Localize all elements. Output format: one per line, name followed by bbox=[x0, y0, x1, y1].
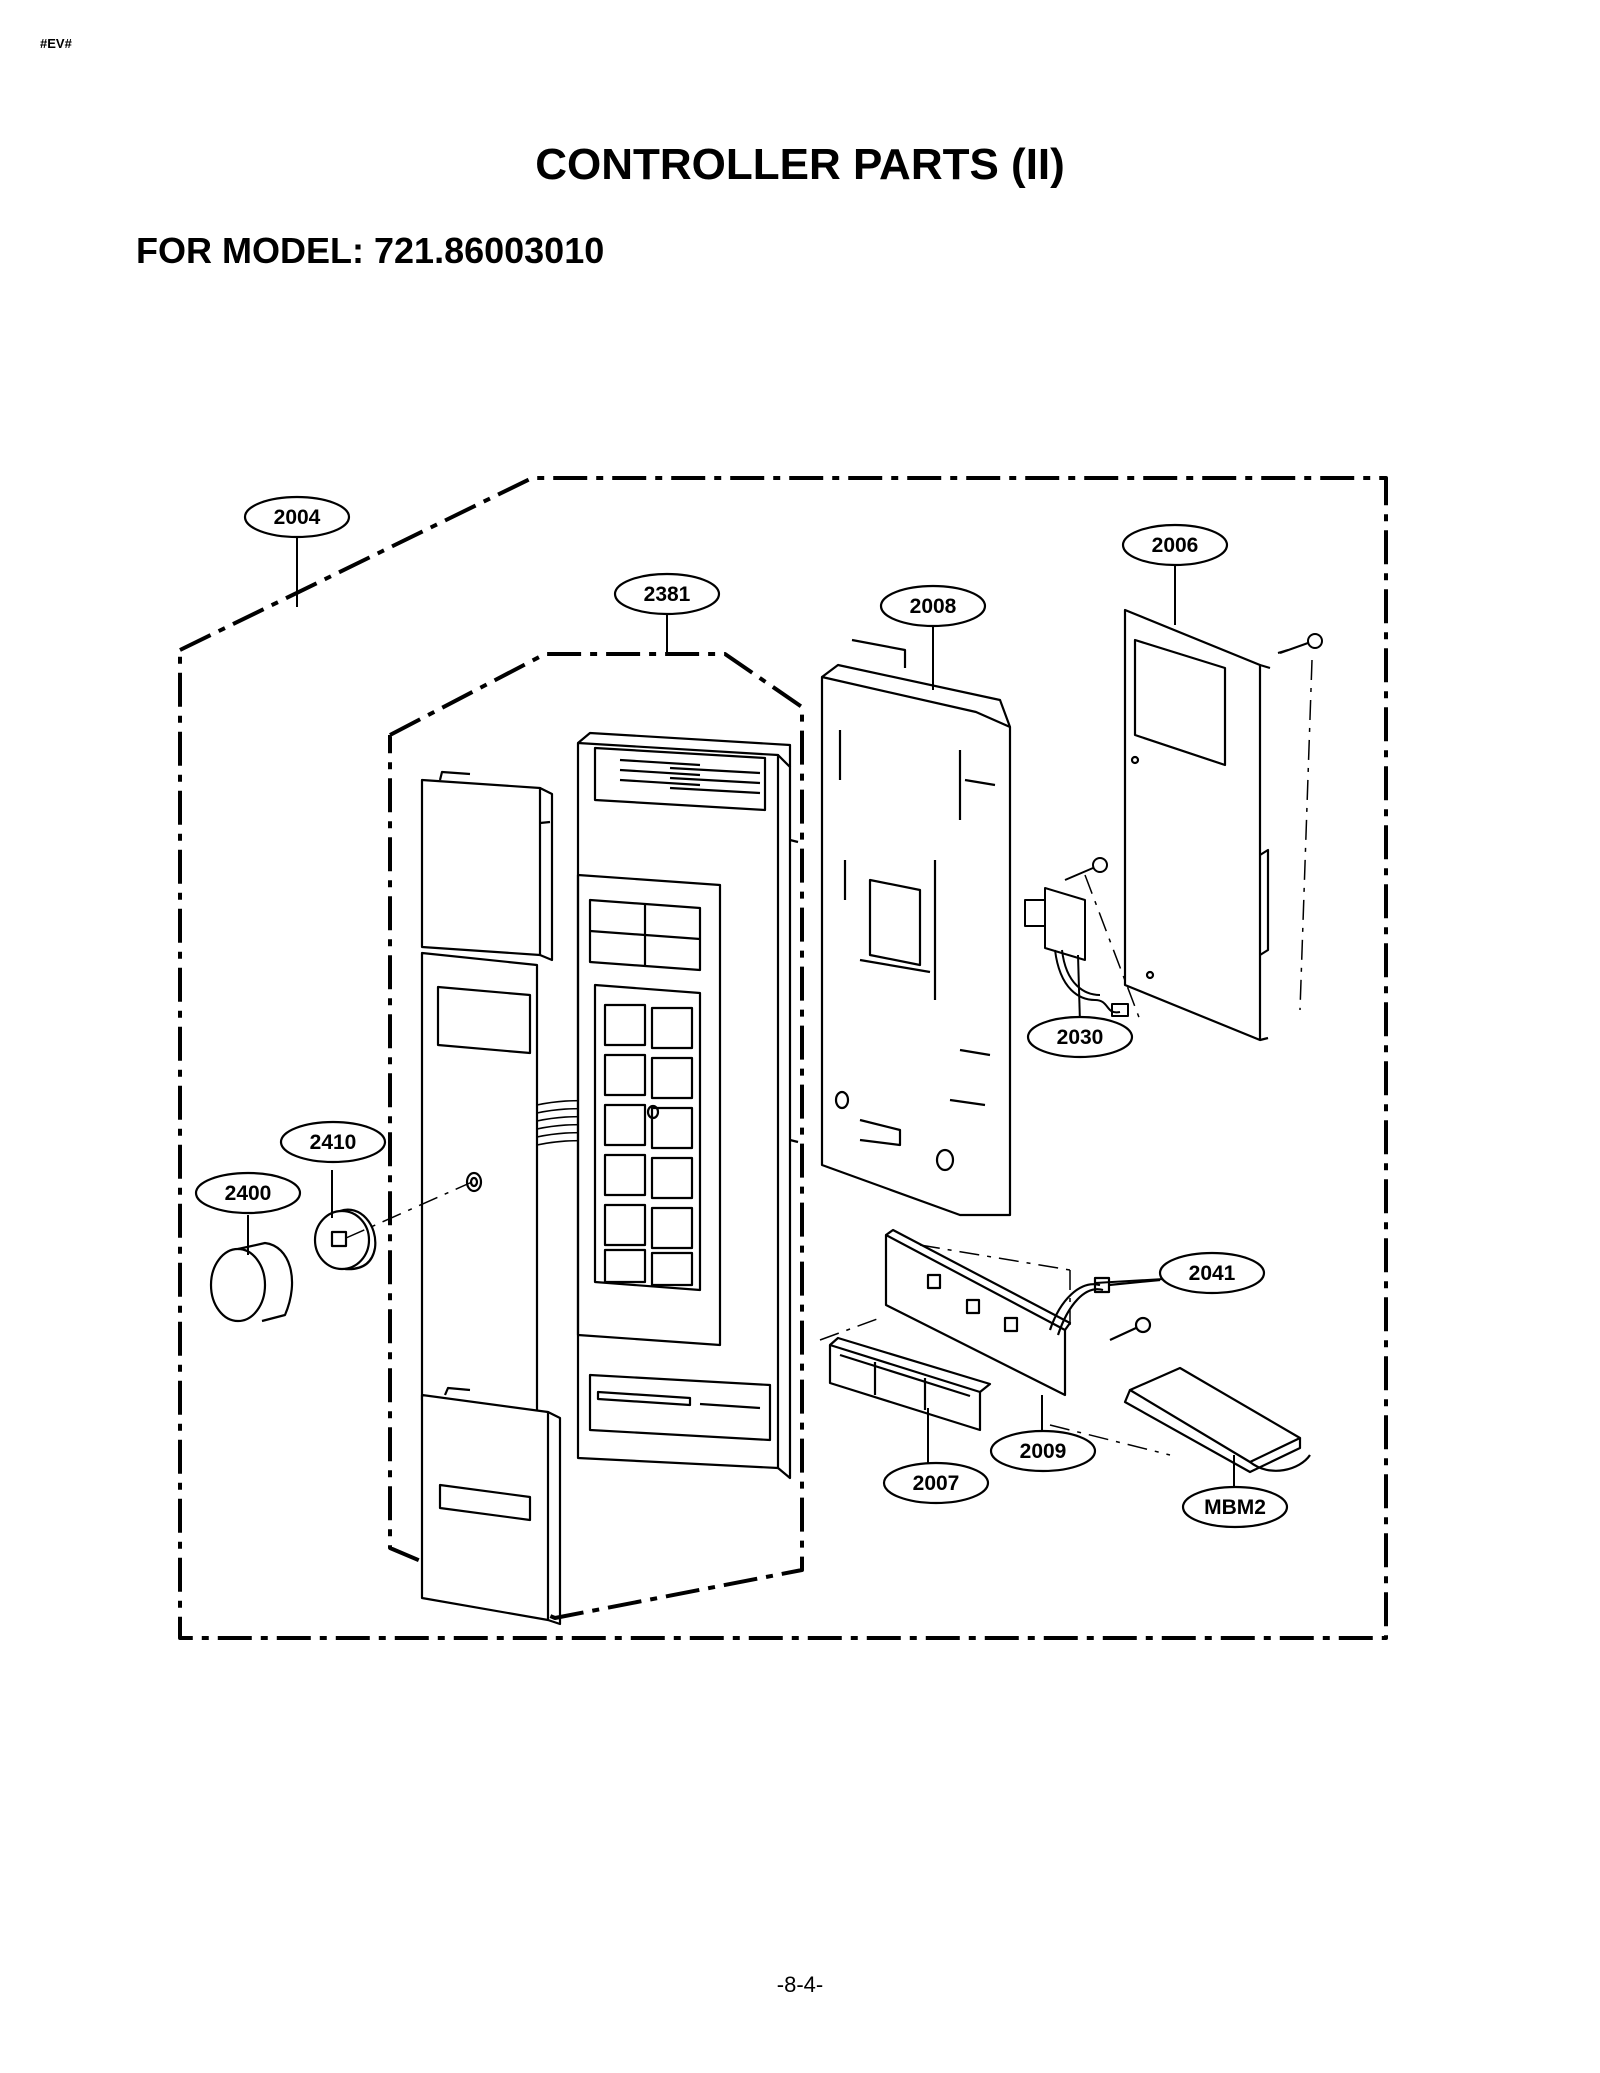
callout-2381: 2381 bbox=[613, 572, 721, 616]
callout-2400: 2400 bbox=[194, 1171, 302, 1215]
screw-part bbox=[1277, 633, 1323, 1011]
callout-2381-label: 2381 bbox=[644, 583, 691, 606]
knob-part bbox=[209, 1181, 473, 1323]
callout-2041: 2041 bbox=[1158, 1251, 1266, 1295]
page-number: -8-4- bbox=[776, 1972, 824, 1997]
membrane-sheet-part bbox=[420, 951, 539, 1414]
mylar-bracket-part bbox=[1049, 1366, 1311, 1474]
callout-2007-label: 2007 bbox=[913, 1472, 960, 1495]
button-bar-part bbox=[819, 1317, 992, 1432]
leader-lines bbox=[247, 537, 1235, 1488]
document-tag: #EV# bbox=[40, 36, 72, 51]
callout-2006: 2006 bbox=[1121, 523, 1229, 567]
model-number: 721.86003010 bbox=[374, 230, 605, 271]
page-title: CONTROLLER PARTS (II) bbox=[535, 140, 1065, 189]
callout-2006-label: 2006 bbox=[1152, 534, 1199, 557]
callout-2009-label: 2009 bbox=[1020, 1440, 1067, 1463]
callout-2008: 2008 bbox=[879, 584, 987, 628]
callout-2007: 2007 bbox=[882, 1461, 990, 1505]
callout-2004-label: 2004 bbox=[274, 506, 321, 529]
callout-MBM2-label: MBM2 bbox=[1204, 1496, 1266, 1519]
callout-2410-label: 2410 bbox=[310, 1131, 357, 1154]
callout-2041-label: 2041 bbox=[1189, 1262, 1236, 1285]
callout-2400-label: 2400 bbox=[225, 1182, 272, 1205]
callout-2410: 2410 bbox=[279, 1120, 387, 1164]
encoder-part bbox=[1024, 857, 1141, 1021]
pcb-bracket-part bbox=[820, 638, 1012, 1217]
switch-pcb-part bbox=[884, 1228, 1161, 1397]
callout-2008-label: 2008 bbox=[910, 595, 957, 618]
callout-2004: 2004 bbox=[243, 495, 351, 539]
callout-MBM2: MBM2 bbox=[1181, 1485, 1289, 1529]
door-button-part bbox=[420, 1386, 562, 1626]
main-pcb-part bbox=[1123, 608, 1271, 1042]
model-label: FOR MODEL: bbox=[136, 230, 364, 271]
display-window-part bbox=[420, 770, 554, 962]
callout-2030-label: 2030 bbox=[1057, 1026, 1104, 1049]
outer-assembly-boundary bbox=[178, 476, 1388, 1640]
callout-2009: 2009 bbox=[989, 1429, 1097, 1473]
inner-assembly-boundary bbox=[388, 652, 804, 1620]
front-panel-frame-part bbox=[576, 731, 799, 1480]
model-line: FOR MODEL: 721.86003010 bbox=[136, 230, 604, 272]
callout-2030: 2030 bbox=[1026, 1015, 1134, 1059]
